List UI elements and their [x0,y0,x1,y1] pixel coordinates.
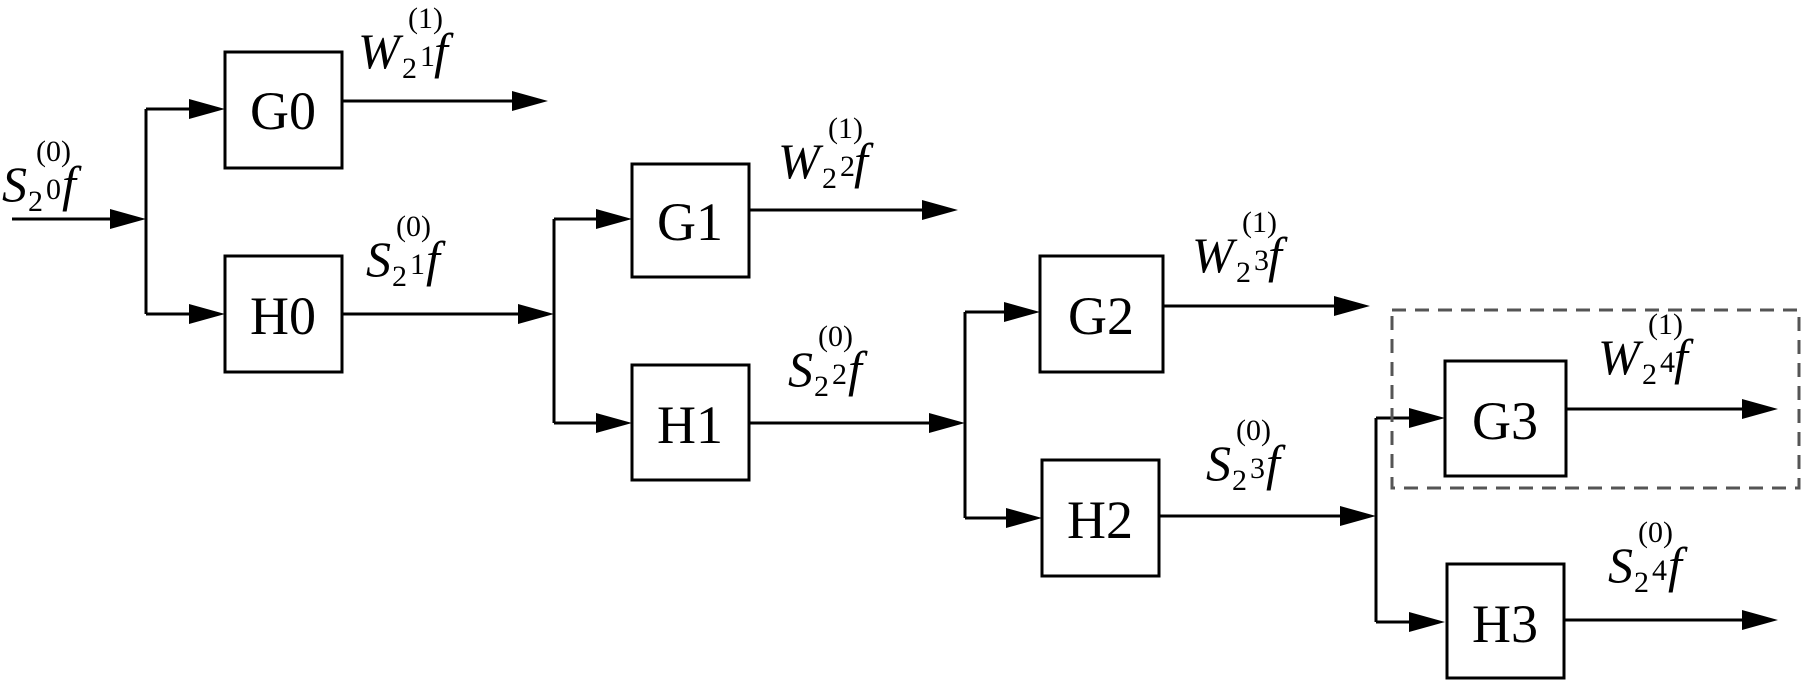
svg-text:2: 2 [832,358,847,391]
h2-block [1040,458,1161,578]
s3-signal-label: S 2 3 (0) f [1206,414,1286,497]
h1-out-arrowhead [929,413,965,433]
svg-text:(0): (0) [1638,516,1673,549]
h2-out-arrowhead [1340,506,1376,526]
svg-text:W: W [1192,227,1238,283]
svg-text:f: f [1674,329,1694,385]
svg-text:f: f [1668,537,1688,593]
to-h0-arrowhead [189,304,225,324]
to-h1-arrowhead [596,413,632,433]
g0-block [223,50,344,170]
g0-out-arrowhead [512,91,548,111]
svg-text:S: S [2,156,27,212]
svg-text:(1): (1) [1242,206,1277,239]
svg-text:f: f [1268,227,1288,283]
w4-signal-label: W 2 4 (1) f [1598,308,1694,391]
input-arrowhead [110,209,146,229]
h3-block [1445,562,1566,680]
svg-text:2: 2 [1236,256,1251,289]
svg-text:2: 2 [814,370,829,403]
g1-out-arrowhead [922,200,958,220]
w2-signal-label: W 2 2 (1) f [778,112,874,195]
to-g3-arrowhead [1409,408,1445,428]
s2-signal-label: S 2 2 (0) f [788,320,868,403]
svg-text:(0): (0) [818,320,853,353]
svg-text:3: 3 [1250,452,1265,485]
svg-text:f: f [848,341,868,397]
g1-label: G1 [657,192,723,252]
svg-text:W: W [358,23,404,79]
svg-text:4: 4 [1660,346,1675,379]
w3-signal-label: W 2 3 (1) f [1192,206,1288,289]
svg-text:(1): (1) [1648,308,1683,341]
h0-block [223,254,344,374]
to-h2-arrowhead [1006,508,1042,528]
svg-text:(1): (1) [828,112,863,145]
g2-out-arrowhead [1334,296,1370,316]
svg-text:3: 3 [1254,244,1269,277]
s1-signal-label: S 2 1 (0) f [366,210,446,293]
to-g0-arrowhead [189,99,225,119]
svg-text:2: 2 [402,52,417,85]
svg-text:S: S [1608,537,1633,593]
svg-text:2: 2 [392,260,407,293]
svg-text:f: f [854,133,874,189]
svg-text:f: f [426,231,446,287]
svg-text:(0): (0) [396,210,431,243]
svg-text:f: f [434,23,454,79]
g3-block [1443,359,1568,478]
to-g1-arrowhead [596,209,632,229]
svg-text:(1): (1) [408,2,443,35]
g3-out-arrowhead [1742,399,1778,419]
h2-label: H2 [1067,490,1133,550]
svg-text:2: 2 [840,150,855,183]
h0-out-arrowhead [518,304,554,324]
svg-text:f: f [62,156,82,212]
h3-label: H3 [1472,594,1538,654]
w1-signal-label: W 2 1 (1) f [358,2,454,85]
svg-text:0: 0 [46,173,61,206]
svg-text:(0): (0) [1236,414,1271,447]
h1-label: H1 [657,395,723,455]
h1-block [630,363,751,482]
g2-label: G2 [1068,286,1134,346]
g3-label: G3 [1472,391,1538,451]
s4-signal-label: S 2 4 (0) f [1608,516,1688,599]
svg-text:S: S [788,341,813,397]
g1-block [630,162,751,279]
svg-text:4: 4 [1652,554,1667,587]
svg-text:S: S [1206,435,1231,491]
svg-text:(0): (0) [36,135,71,168]
svg-text:2: 2 [1634,566,1649,599]
svg-text:2: 2 [822,162,837,195]
svg-text:W: W [778,133,824,189]
h3-out-arrowhead [1742,610,1778,630]
svg-text:2: 2 [1232,464,1247,497]
g2-block [1038,254,1165,374]
svg-text:1: 1 [420,40,435,73]
input-signal-label: S 2 0 (0) f [2,135,82,218]
svg-text:S: S [366,231,391,287]
svg-text:f: f [1266,435,1286,491]
to-h3-arrowhead [1409,612,1445,632]
g0-label: G0 [250,81,316,141]
g3-highlight-box [1390,308,1801,490]
h0-label: H0 [250,286,316,346]
svg-text:W: W [1598,329,1644,385]
svg-text:1: 1 [410,248,425,281]
svg-text:2: 2 [28,185,43,218]
svg-text:2: 2 [1642,358,1657,391]
to-g2-arrowhead [1004,302,1040,322]
